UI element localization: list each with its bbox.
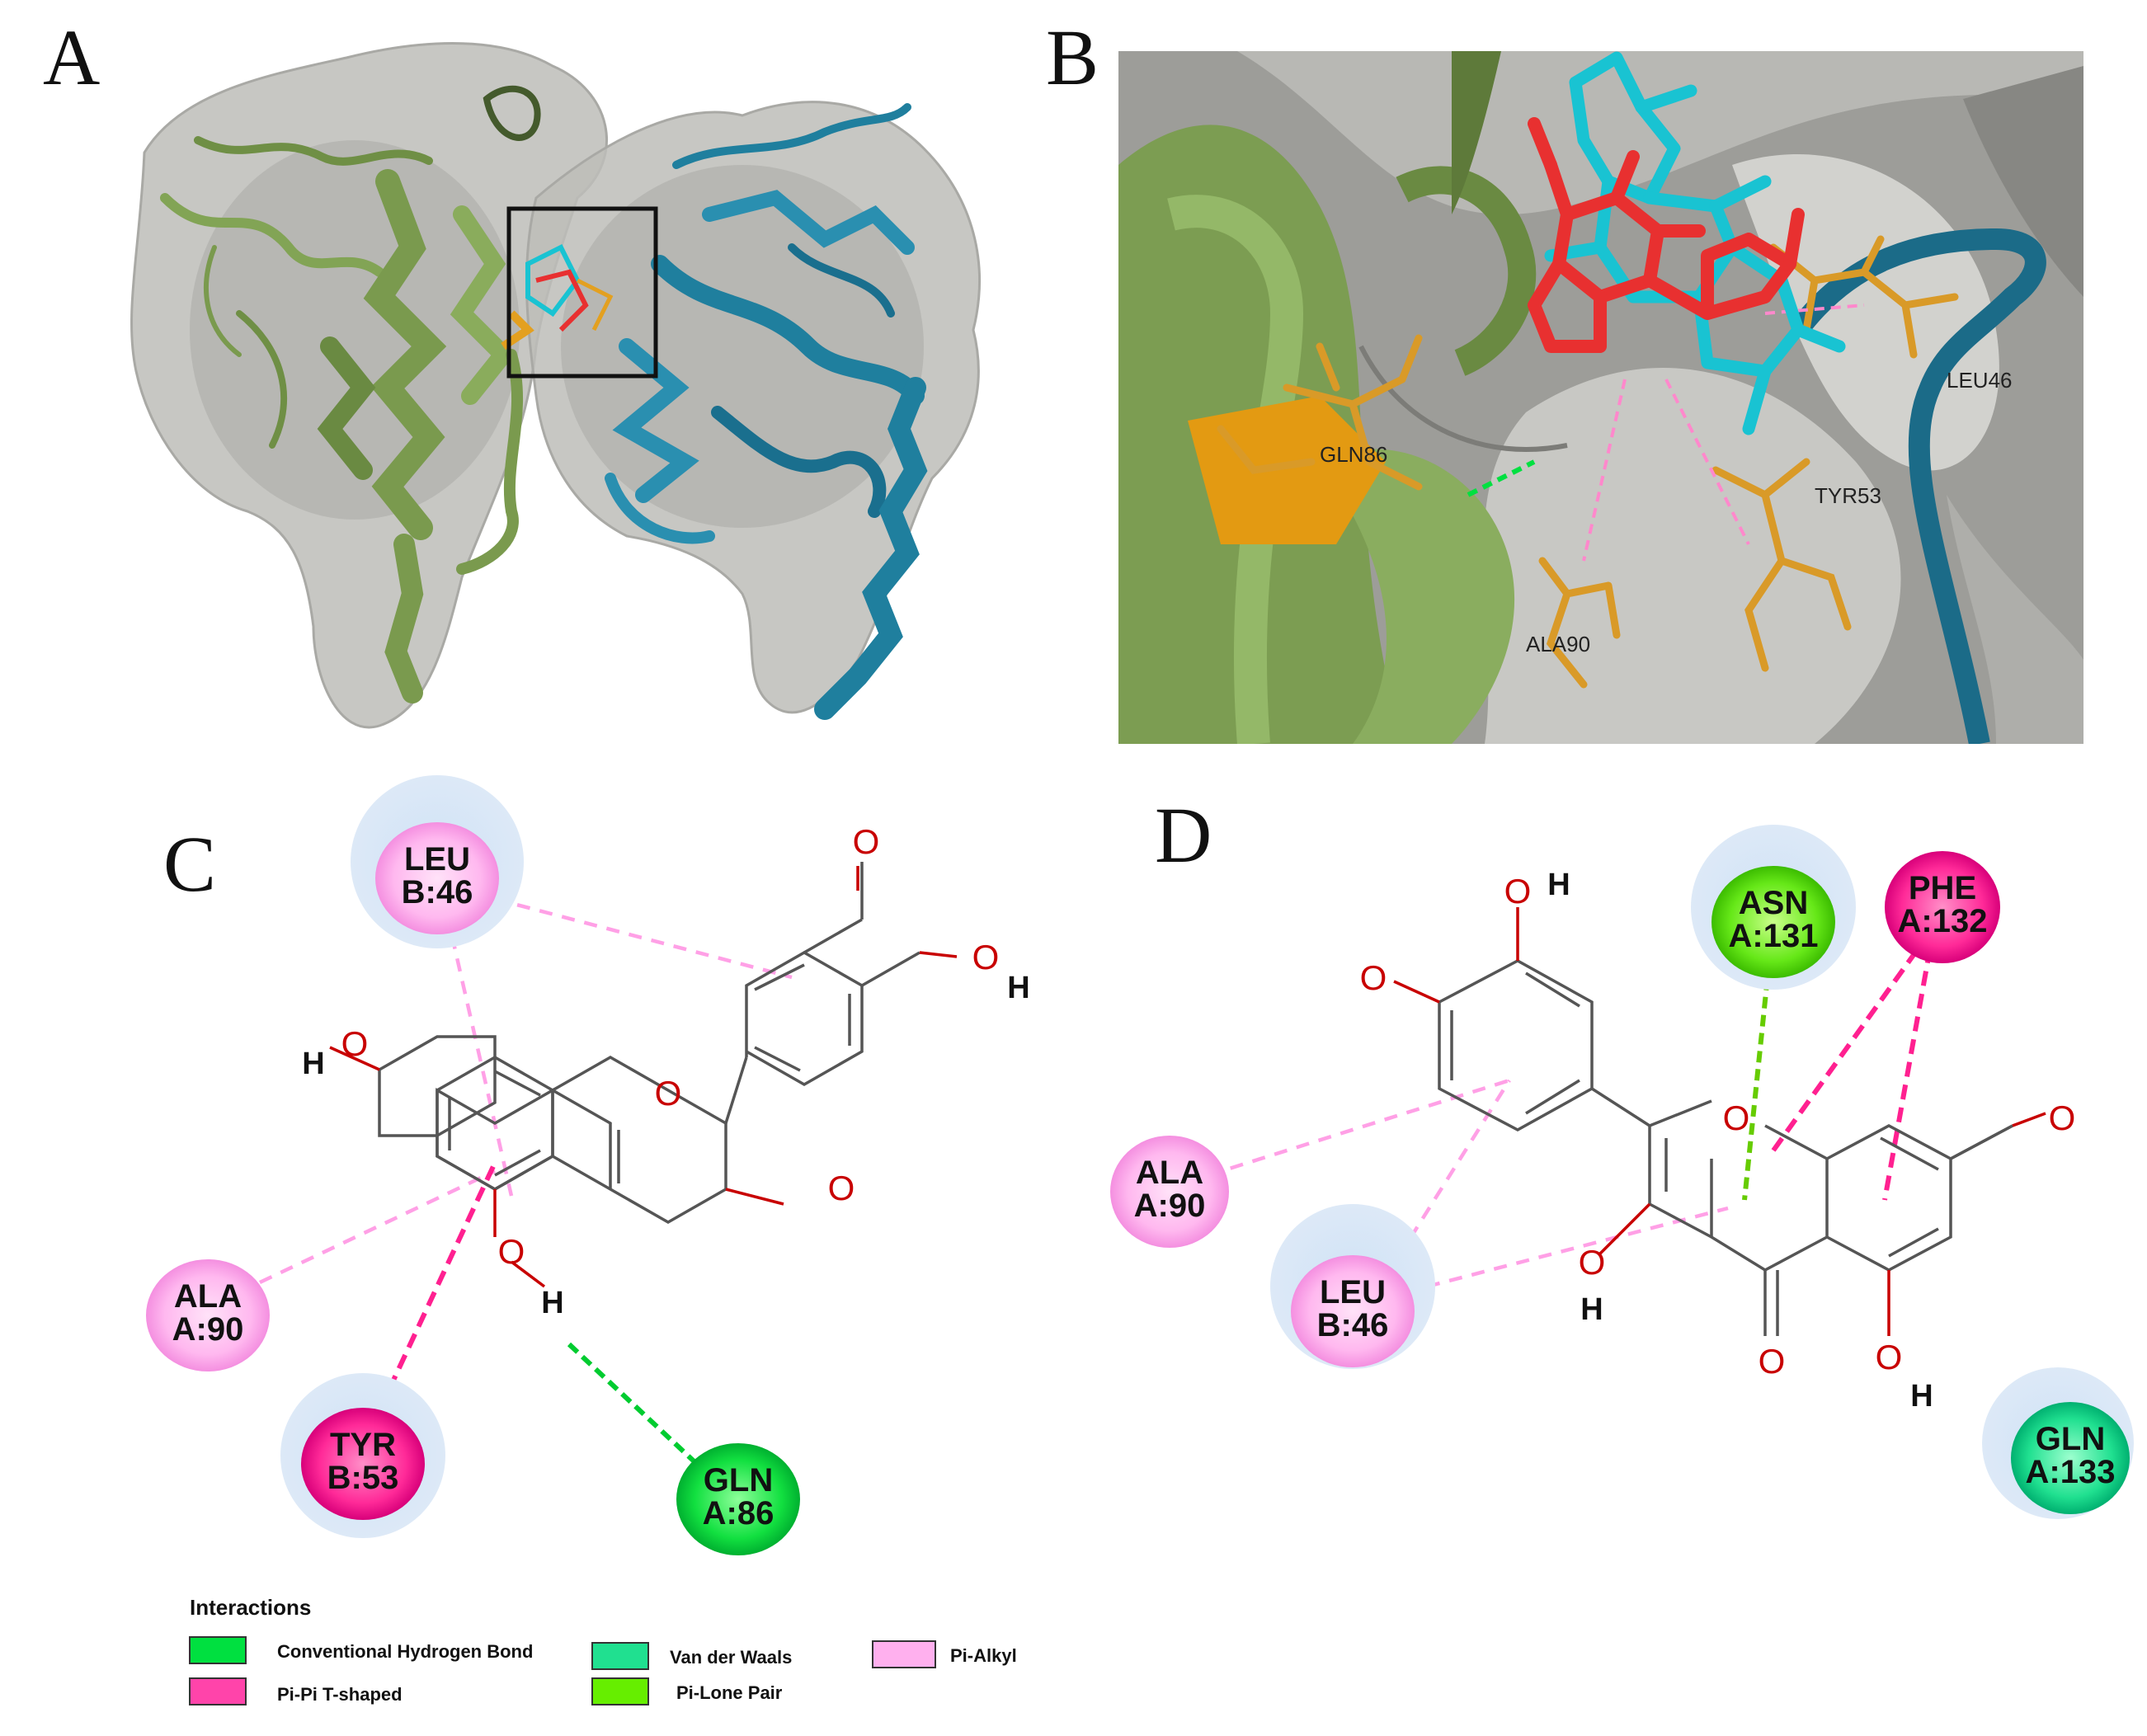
residue-name: LEU xyxy=(1320,1274,1386,1310)
residue-name: GLN xyxy=(704,1462,773,1498)
residue-ala-a90-d: ALA A:90 xyxy=(1110,1136,1229,1248)
residue-tyr-b53-c: TYR B:53 xyxy=(280,1373,445,1538)
label-tyr53: TYR53 xyxy=(1815,483,1881,508)
legend-item-pi-pi: Pi-Pi T-shaped xyxy=(189,1677,403,1705)
panel-label-a: A xyxy=(43,13,100,101)
panel-label-d: D xyxy=(1155,791,1212,879)
atom-h: H xyxy=(541,1286,563,1320)
residue-gln-a86-c: GLN A:86 xyxy=(676,1443,800,1555)
residue-chain: A:133 xyxy=(2026,1454,2116,1490)
atom-h: H xyxy=(1007,971,1029,1005)
atom-o: O xyxy=(853,822,880,861)
atom-o: O xyxy=(1579,1243,1606,1282)
legend-item-lone-pair: Pi-Lone Pair xyxy=(591,1677,783,1705)
residue-leu-b46-d: LEU B:46 xyxy=(1270,1204,1435,1369)
atom-h: H xyxy=(302,1047,324,1081)
residue-gln-a133-d: GLN A:133 xyxy=(1982,1367,2134,1519)
atom-o: O xyxy=(1759,1342,1786,1381)
residue-leu-b46-c: LEU B:46 xyxy=(351,775,524,948)
legend-title: Interactions xyxy=(190,1595,311,1620)
residue-chain: A:131 xyxy=(1729,918,1819,954)
teal-chain-ribbons xyxy=(605,103,928,720)
panel-label-b: B xyxy=(1046,13,1099,101)
label-ala90: ALA90 xyxy=(1526,632,1590,656)
legend-label: Pi-Alkyl xyxy=(950,1645,1017,1666)
residue-name: LEU xyxy=(404,841,470,877)
panel-c-molecule: O H O O O H O O H xyxy=(302,822,1029,1320)
panel-b: B xyxy=(1046,13,2083,744)
atom-o: O xyxy=(828,1169,855,1207)
residue-chain: A:90 xyxy=(1134,1188,1206,1224)
atom-o: O xyxy=(972,938,1000,976)
ligand-3d-small xyxy=(501,243,614,350)
atom-o: O xyxy=(341,1024,369,1063)
legend-label: Pi-Lone Pair xyxy=(676,1682,783,1703)
atom-o: O xyxy=(1360,958,1387,997)
residue-chain: A:86 xyxy=(703,1495,775,1531)
residue-name: ASN xyxy=(1739,885,1808,921)
panel-d: D xyxy=(1110,791,2134,1519)
residue-name: TYR xyxy=(330,1427,396,1463)
atom-o: O xyxy=(2049,1099,2076,1137)
binding-site-box xyxy=(506,206,658,379)
panel-c: C xyxy=(146,775,1030,1555)
residue-name: ALA xyxy=(174,1278,242,1315)
residue-chain: B:46 xyxy=(1317,1307,1389,1343)
legend-item-pi-alkyl: Pi-Alkyl xyxy=(872,1640,1017,1668)
legend: Interactions Conventional Hydrogen Bond … xyxy=(189,1595,1017,1705)
legend-label: Van der Waals xyxy=(670,1647,792,1668)
atom-o: O xyxy=(498,1232,525,1271)
atom-o: O xyxy=(655,1074,682,1113)
residue-name: ALA xyxy=(1136,1155,1203,1191)
panel-d-interactions xyxy=(1208,930,1933,1289)
panel-a: A xyxy=(43,13,981,729)
legend-item-hbond: Conventional Hydrogen Bond xyxy=(189,1636,533,1664)
legend-label: Conventional Hydrogen Bond xyxy=(277,1641,533,1662)
residue-name: GLN xyxy=(2036,1421,2105,1457)
atom-h: H xyxy=(1547,868,1570,902)
residue-chain: A:132 xyxy=(1898,903,1988,939)
atom-o: O xyxy=(1876,1338,1903,1376)
atom-o: O xyxy=(1723,1099,1750,1137)
green-chain-ribbons xyxy=(160,85,541,703)
residue-asn-a131-d: ASN A:131 xyxy=(1691,825,1856,990)
residue-name: PHE xyxy=(1909,870,1976,906)
atom-h: H xyxy=(1580,1292,1603,1327)
atom-h: H xyxy=(1910,1379,1933,1414)
legend-label: Pi-Pi T-shaped xyxy=(277,1684,403,1705)
panel-d-molecule: O H O O O H O O H O xyxy=(1360,868,2076,1414)
residue-chain: A:90 xyxy=(172,1311,244,1348)
residue-chain: B:46 xyxy=(402,874,473,910)
label-gln86: GLN86 xyxy=(1320,442,1387,467)
residue-ala-a90-c: ALA A:90 xyxy=(146,1259,270,1371)
atom-o: O xyxy=(1504,872,1532,910)
label-leu46: LEU46 xyxy=(1947,368,2013,393)
legend-item-vdw: Van der Waals xyxy=(591,1642,792,1670)
panel-c-interactions xyxy=(259,896,793,1470)
residue-chain: B:53 xyxy=(327,1460,399,1496)
residue-phe-a132-d: PHE A:132 xyxy=(1885,851,2000,963)
panel-label-c: C xyxy=(163,820,216,908)
